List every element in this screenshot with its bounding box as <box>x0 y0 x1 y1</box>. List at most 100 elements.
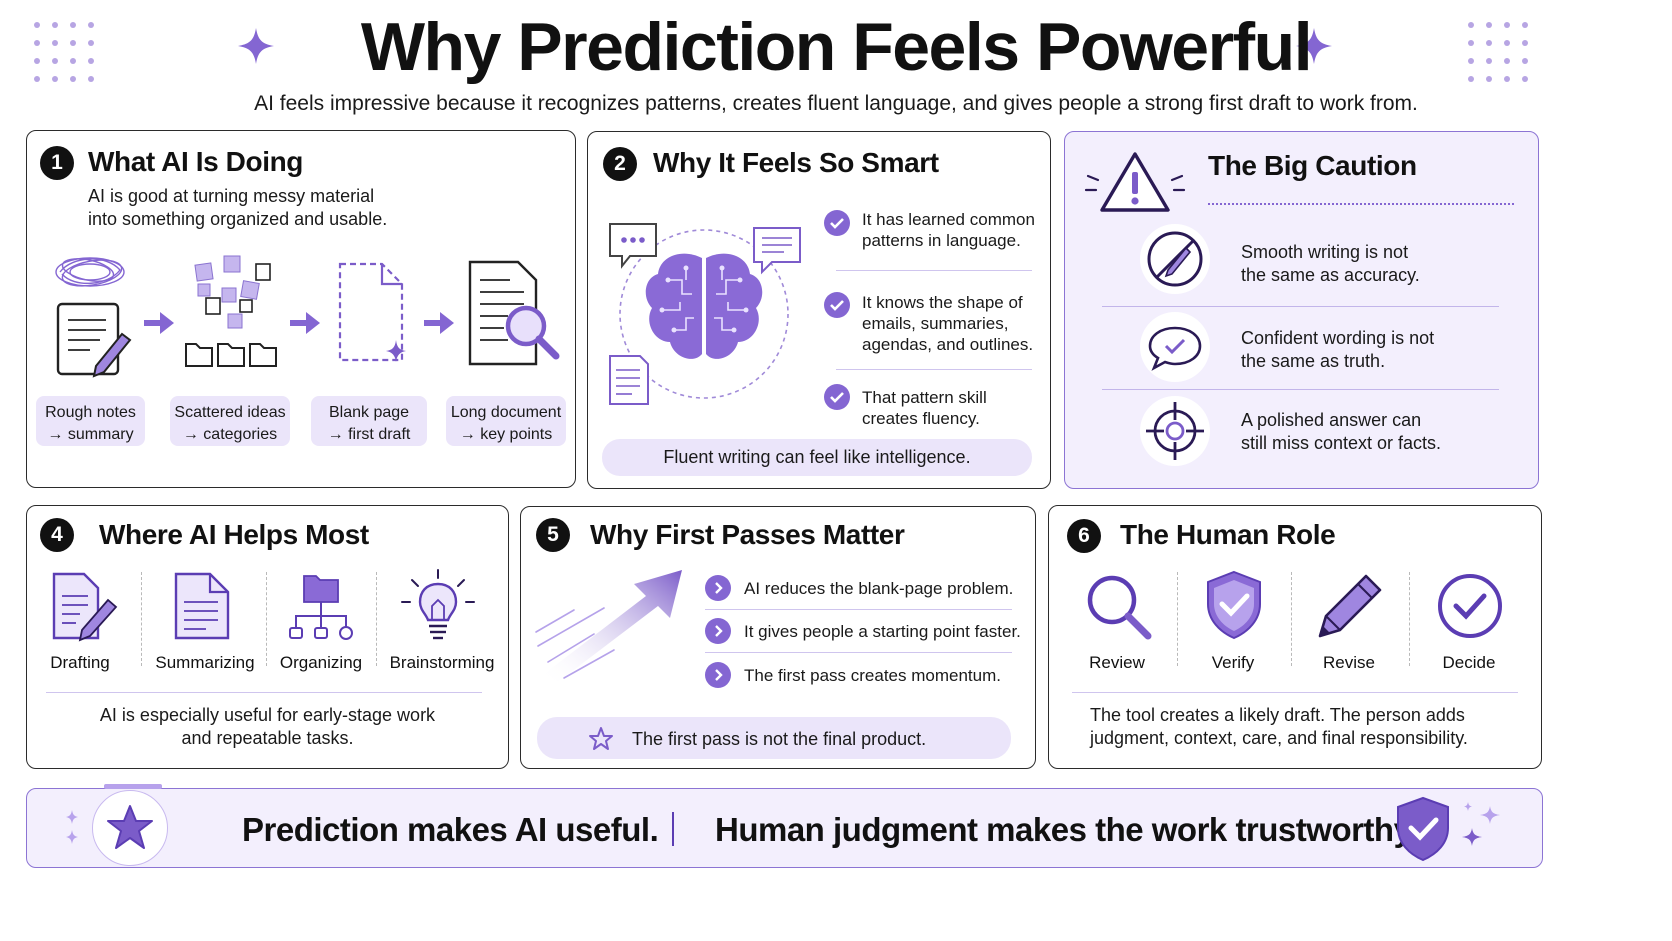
card-title: The Big Caution <box>1208 150 1417 181</box>
divider <box>1102 306 1499 307</box>
divider <box>266 572 267 666</box>
role-label: Review <box>1089 653 1145 672</box>
divider <box>1072 692 1518 693</box>
transformation-label: Scattered ideas→ categories <box>170 396 290 446</box>
chevron-right-icon <box>705 575 731 601</box>
sparkle-icon <box>1462 802 1500 846</box>
lightbulb-icon <box>401 569 475 640</box>
star-icon <box>107 805 153 849</box>
card-number-badge: 4 <box>40 518 74 552</box>
passes-point: It gives people a starting point faster. <box>744 622 1021 641</box>
card-number-badge: 2 <box>603 147 637 181</box>
drafting-document-icon <box>52 572 118 642</box>
warning-triangle-icon <box>1084 152 1186 212</box>
arrow-right-icon <box>424 312 454 334</box>
speech-check-icon <box>1148 326 1202 371</box>
document-magnifier-icon <box>468 260 560 366</box>
summary-document-icon <box>174 572 230 640</box>
card-title: Why It Feels So Smart <box>653 147 939 178</box>
card-title: What AI Is Doing <box>88 146 303 177</box>
brain-network-icon <box>609 223 801 405</box>
dotted-divider <box>1208 203 1514 205</box>
card-human-role <box>1048 505 1542 769</box>
divider <box>705 609 1012 610</box>
sparkle-icon <box>238 28 274 64</box>
notes-pencil-icon <box>56 302 132 378</box>
target-icon <box>1146 402 1204 460</box>
footer-left-statement: Prediction makes AI useful. <box>242 811 659 848</box>
passes-point: The first pass creates momentum. <box>744 666 1001 685</box>
scattered-notes-icon <box>185 255 277 367</box>
footer-tab-accent <box>104 784 162 789</box>
card-number-badge: 6 <box>1067 519 1101 553</box>
blank-page-icon <box>338 262 406 362</box>
sparkle-icon <box>1296 28 1332 64</box>
divider <box>376 572 377 666</box>
footer-right-statement: Human judgment makes the work trustworth… <box>715 811 1418 848</box>
card-description: The tool creates a likely draft. The per… <box>1090 705 1468 748</box>
check-circle-icon <box>1438 574 1502 638</box>
momentum-arrow-icon <box>535 570 682 682</box>
role-label: Verify <box>1211 653 1255 672</box>
page-title: Why Prediction Feels Powerful <box>360 9 1313 85</box>
use-label: Organizing <box>279 653 363 672</box>
transformation-label: Long document→ key points <box>446 396 566 446</box>
folder-tree-icon <box>289 575 353 640</box>
role-label: Decide <box>1442 653 1496 672</box>
speech-check-icon-wrap <box>1140 312 1210 382</box>
checkmark-icon <box>824 210 850 236</box>
card-title: Why First Passes Matter <box>590 519 905 550</box>
transformation-label: Blank page→ first draft <box>311 396 427 446</box>
role-label: Revise <box>1323 653 1375 672</box>
checkmark-icon <box>824 384 850 410</box>
divider <box>836 270 1032 271</box>
card-description: into something organized and usable. <box>88 209 388 229</box>
pencil-icon <box>1318 574 1382 638</box>
target-icon-wrap <box>1140 396 1210 466</box>
divider <box>1409 572 1410 666</box>
divider <box>141 572 142 666</box>
smart-banner: Fluent writing can feel like intelligenc… <box>602 439 1032 476</box>
shield-check-icon <box>1207 570 1261 640</box>
card-description: AI is good at turning messy material <box>88 186 375 206</box>
sparkle-icon <box>66 810 78 844</box>
arrow-right-icon <box>290 312 320 334</box>
star-outline-icon <box>589 727 613 750</box>
passes-point: AI reduces the blank-page problem. <box>744 579 1014 598</box>
use-label: Brainstorming <box>389 653 495 672</box>
decorative-dots-left <box>34 22 106 94</box>
chevron-right-icon <box>705 662 731 688</box>
card-description: AI is especially useful for early-stage … <box>99 705 436 748</box>
no-pen-icon-wrap <box>1140 224 1210 294</box>
divider <box>836 369 1032 370</box>
no-pen-icon <box>1147 231 1203 287</box>
page-subtitle: AI feels impressive because it recognize… <box>254 92 1418 115</box>
divider <box>705 652 1012 653</box>
shield-check-icon <box>1397 796 1449 862</box>
arrow-right-icon <box>144 312 174 334</box>
use-label: Summarizing <box>155 653 255 672</box>
checkmark-icon <box>824 292 850 318</box>
divider <box>1177 572 1178 666</box>
divider <box>1102 389 1499 390</box>
transformation-label: Rough notes→ summary <box>36 396 145 446</box>
use-label: Drafting <box>50 653 110 672</box>
footer-banner <box>26 788 1543 868</box>
card-number-badge: 5 <box>536 518 570 552</box>
passes-banner <box>537 717 1011 759</box>
divider <box>1291 572 1292 666</box>
decorative-dots-right <box>1468 22 1540 94</box>
magnifier-icon <box>1087 575 1152 640</box>
card-title: The Human Role <box>1120 519 1336 550</box>
card-number-badge: 1 <box>40 146 74 180</box>
messy-scribble-icon <box>55 257 125 287</box>
footer-divider <box>672 812 674 846</box>
chevron-right-icon <box>705 618 731 644</box>
passes-banner-text: The first pass is not the final product. <box>632 729 927 749</box>
card-where-ai-helps <box>26 505 509 769</box>
